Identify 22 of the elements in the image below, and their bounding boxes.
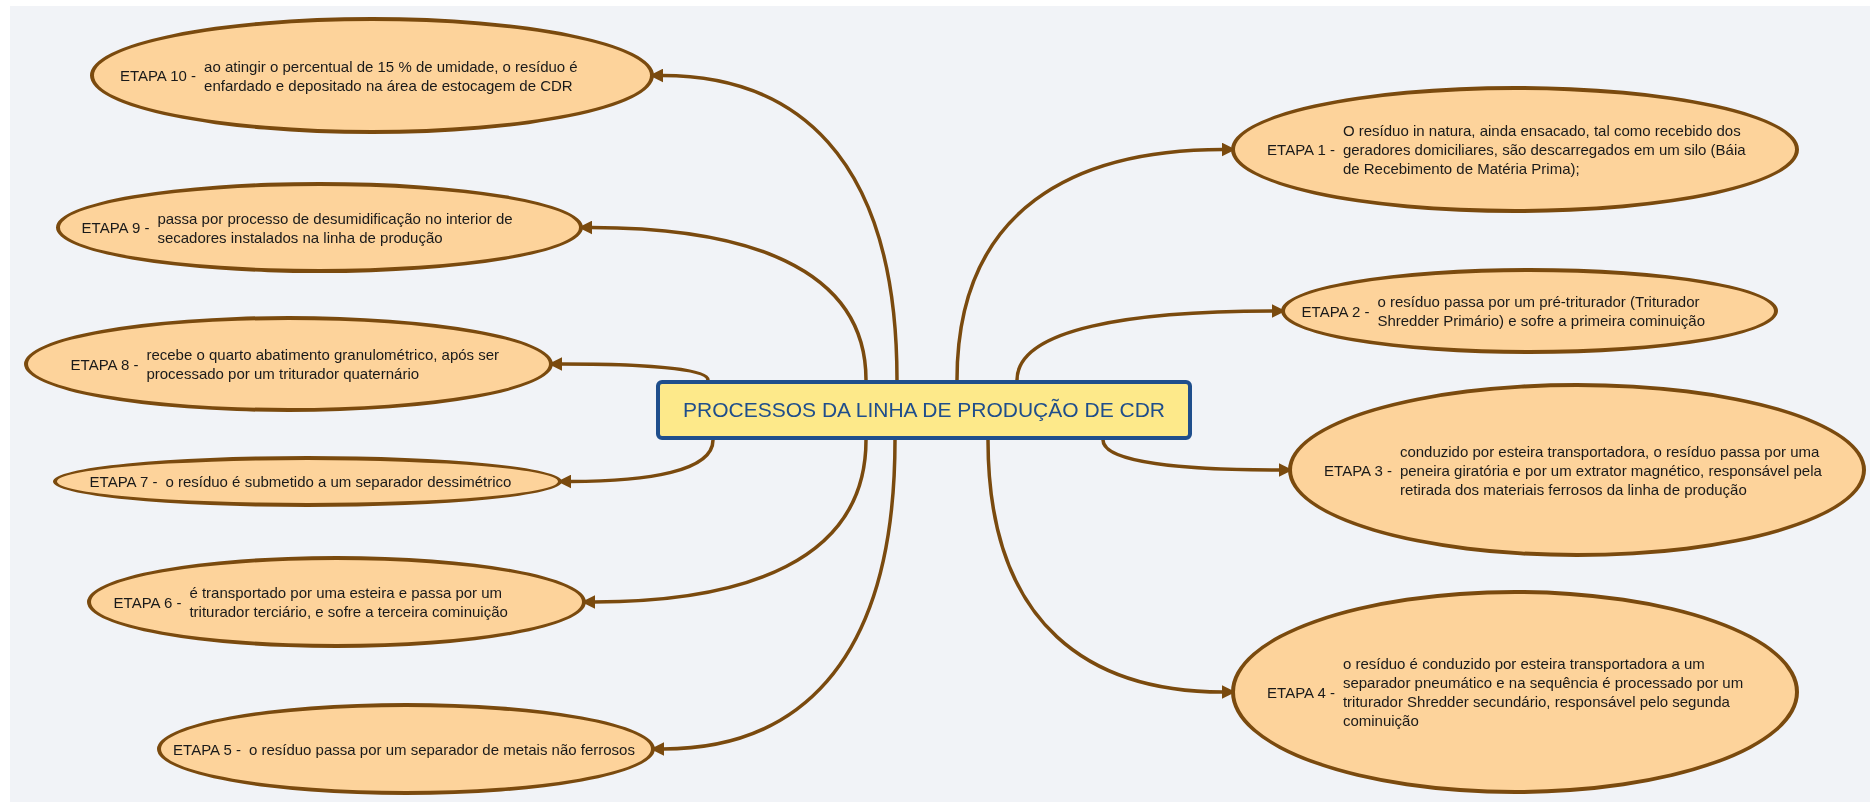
step-label: ETAPA 5 - xyxy=(173,739,241,759)
step-label: ETAPA 8 - xyxy=(70,354,139,374)
step-label: ETAPA 2 - xyxy=(1301,301,1370,321)
step-description: o resíduo passa por um separador de metais não ferrosos xyxy=(248,739,636,759)
step-label: ETAPA 10 - xyxy=(119,66,197,85)
step-description: recebe o quarto abatimento granulométrico, após ser processado por um triturador quaternário xyxy=(146,345,501,383)
step-label: ETAPA 1 - xyxy=(1267,140,1335,159)
step-description: passa por processo de desumidificação no interior de secadores instalados na linha de produção xyxy=(157,208,514,247)
step-description: conduzido por esteira transportadora, o resíduo passa por uma peneira giratória e por um extrator magnético, responsável pela retirada dos materiais ferrosos da linha de produção xyxy=(1399,441,1823,499)
step-label: ETAPA 3 - xyxy=(1324,460,1392,480)
step-description: o resíduo passa por um pré-triturador (Triturador Shredder Primário) e sofre a primeira cominuição xyxy=(1377,292,1707,330)
step-description: ao atingir o percentual de 15 % de umidade, o resíduo é enfardado e depositado na área de estocagem de CDR xyxy=(204,56,579,95)
title-text: PROCESSOS DA LINHA DE PRODUÇÃO DE CDR xyxy=(683,397,1165,424)
step-label: ETAPA 9 - xyxy=(81,218,150,237)
step-description: é transportado por uma esteira e passa por um triturador terciário, e sofre a terceira cominuição xyxy=(189,583,509,621)
step-label: ETAPA 7 - xyxy=(89,472,158,491)
step-label: ETAPA 6 - xyxy=(113,592,182,612)
step-label: ETAPA 4 - xyxy=(1267,682,1335,702)
step-description: O resíduo in natura, ainda ensacado, tal como recebido dos geradores domiciliares, são descarregados em um silo (Báia de Recebimento de Matéria Prima); xyxy=(1342,121,1747,178)
title-box xyxy=(656,380,1192,440)
step-description: o resíduo é submetido a um separador dessimétrico xyxy=(165,472,513,491)
step-description: o resíduo é conduzido por esteira transportadora a um separador pneumático e na sequência é processado por um triturador Shredder secundário, responsável pelo segunda cominuição xyxy=(1342,654,1745,730)
